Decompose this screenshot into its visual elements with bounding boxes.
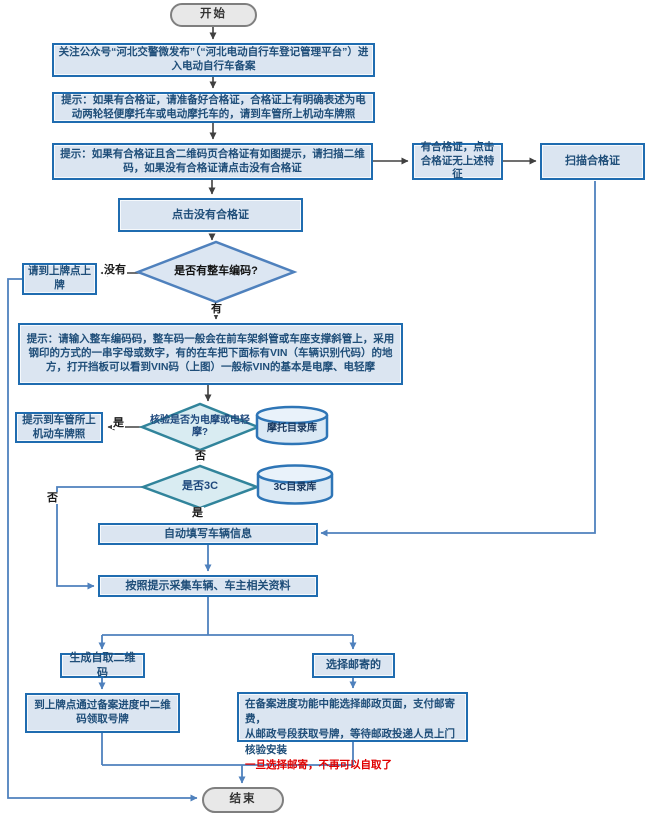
tip-have-certificate: 提示：如果有合格证，请准备好合格证，合格证上有明确表述为电动两轮轻便摩托车或电动… [52, 92, 375, 123]
blue-connectors [7, 181, 596, 802]
cylinder-3c-catalog-label: 3C目录库 [273, 481, 317, 493]
tip-go-dmv-plate: 提示到车管所上机动车牌照 [15, 412, 103, 443]
diamond-has-vehicle-code-label: 是否有整车编码? [174, 265, 258, 278]
step-click-no-certificate: 点击没有合格证 [118, 198, 303, 232]
edge-label-no-moto: 否 [194, 450, 207, 463]
end-terminal: 结束 [202, 787, 284, 813]
edge-label-yes-moto: 是 [112, 417, 125, 430]
step-generate-pickup-qr: 生成自取二维码 [60, 652, 145, 679]
step-follow-account: 关注公众号“河北交警微发布”（“河北电动自行车登记管理平台”）进入电动自行车备案 [52, 43, 375, 77]
edge-label-no-3c: 否 [46, 492, 59, 505]
cylinder-3c-catalog [256, 464, 334, 505]
step-scan-certificate: 扫描合格证 [540, 143, 645, 180]
cylinder-moto-catalog-label: 摩托目录库 [267, 422, 317, 434]
mail-info-line1: 在备案进度功能中能选择邮政页面，支付邮寄费， [245, 698, 455, 726]
tip-certificate-qrcode: 提示：如果有合格证且含二维码页合格证有如图提示，请扫描二维码，如果没有合格证请点… [52, 143, 373, 180]
step-auto-fill-vehicle-info: 自动填写车辆信息 [98, 523, 318, 545]
step-cert-no-feature: 有合格证，点击合格证无上述特征 [412, 141, 503, 180]
step-pickup-plate: 到上牌点通过备案进度中二维码领取号牌 [25, 693, 180, 733]
tip-input-vehicle-code: 提示：请输入整车编码码，整车码一般会在前车架斜管或车座支撑斜管上，采用钢印的方式… [18, 323, 403, 385]
step-collect-info: 按照提示采集车辆、车主相关资料 [98, 575, 318, 597]
edge-label-no-code: 没有 [103, 264, 127, 277]
mail-info-warning: 一旦选择邮寄，不再可以自取了 [245, 758, 392, 771]
step-choose-mail: 选择邮寄的 [312, 653, 395, 678]
diamond-is-3c-label: 是否3C [181, 480, 219, 493]
diamond-has-vehicle-code [134, 240, 298, 304]
step-go-plate-point: 请到上牌点上牌 [22, 263, 97, 295]
diamond-verify-moto-label: 核验是否为电摩或电轻摩? [150, 414, 250, 439]
edge-label-yes-3c: 是 [191, 507, 204, 520]
edge-label-yes-code: 有 [210, 303, 223, 316]
cylinder-moto-catalog [255, 405, 329, 446]
mail-info-line2: 从邮政号段获取号牌，等待邮政投递人员上门核验安装 [245, 728, 455, 756]
start-terminal: 开始 [170, 3, 257, 27]
step-mail-info: 在备案进度功能中能选择邮政页面，支付邮寄费， 从邮政号段获取号牌，等待邮政投递人… [237, 692, 468, 771]
